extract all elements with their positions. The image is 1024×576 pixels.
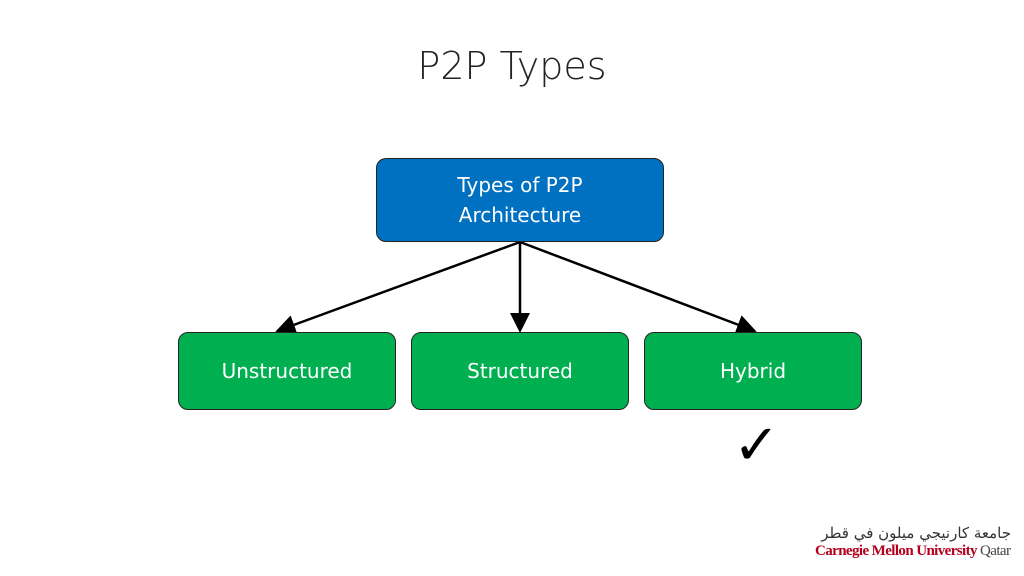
- root-label-line2: Architecture: [458, 203, 582, 227]
- node-hybrid: Hybrid: [644, 332, 862, 410]
- node-unstructured: Unstructured: [178, 332, 396, 410]
- arrow-to-hybrid: [519, 240, 757, 335]
- root-label-line1: Types of P2P: [457, 173, 583, 197]
- checkmark-icon: ✓: [733, 413, 780, 478]
- cmu-qatar-logo: جامعة كارنيجي ميلون في قطر Carnegie Mell…: [815, 524, 1011, 560]
- logo-arabic: جامعة كارنيجي ميلون في قطر: [821, 524, 1011, 542]
- logo-english-main: Carnegie Mellon University: [815, 543, 977, 559]
- arrow-to-unstructured: [275, 240, 521, 335]
- root-node: Types of P2P Architecture: [376, 158, 664, 242]
- logo-english-suffix: Qatar: [980, 543, 1011, 559]
- slide-title: P2P Types: [417, 44, 607, 88]
- logo-english: Carnegie Mellon University Qatar: [815, 542, 1011, 560]
- node-structured: Structured: [411, 332, 629, 410]
